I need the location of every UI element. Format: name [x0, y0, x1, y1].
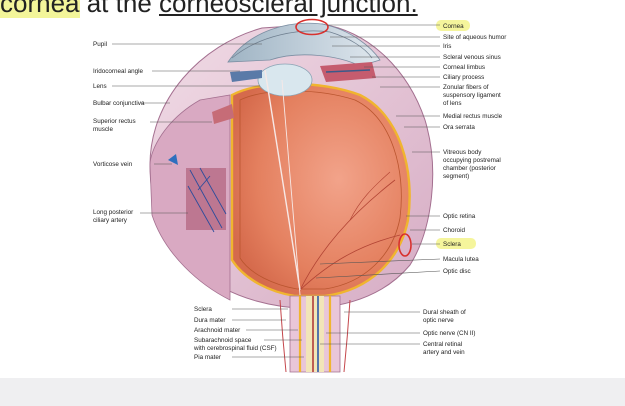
heading-text: cornea at the corneoscleral junction. — [0, 0, 418, 19]
label-pupil: Pupil — [93, 41, 107, 48]
label-dura-mater: Dura mater — [194, 317, 226, 324]
label-central-retinal-2: artery and vein — [423, 349, 465, 356]
heading-cornea: cornea — [0, 0, 80, 18]
label-central-retinal-1: Central retinal — [423, 341, 462, 348]
label-arachnoid-mater: Arachnoid mater — [194, 327, 240, 334]
sclera-label-highlight — [436, 238, 476, 249]
label-vitreous-3: chamber (posterior — [443, 165, 496, 172]
cut-face-vessels — [168, 104, 234, 233]
label-ora-serrata: Ora serrata — [443, 124, 475, 131]
label-ciliary-artery: ciliary artery — [93, 217, 128, 224]
label-zonular-1: Zonular fibers of — [443, 84, 489, 91]
label-vorticose-vein: Vorticose vein — [93, 161, 133, 168]
label-long-posterior: Long posterior — [93, 209, 133, 216]
label-sclera-right: Sclera — [443, 241, 461, 248]
label-subarachnoid-2: with cerebrospinal fluid (CSF) — [193, 345, 277, 352]
leader-lines — [112, 24, 441, 358]
optic-nerve — [279, 295, 351, 373]
label-iridocorneal-angle: Iridocorneal angle — [93, 68, 144, 75]
label-sclera-bottom: Sclera — [194, 306, 212, 313]
label-iris: Iris — [443, 43, 451, 50]
label-zonular-2: suspensory ligament — [443, 92, 501, 99]
label-scleral-sinus: Scleral venous sinus — [443, 54, 501, 61]
vitreous-chamber — [230, 62, 411, 298]
label-lens: Lens — [93, 83, 107, 90]
label-bulbar-conjunctiva: Bulbar conjunctiva — [93, 100, 145, 107]
label-vitreous-4: segment) — [443, 173, 469, 180]
cornea-shape — [227, 22, 381, 67]
label-superior-rectus-2: muscle — [93, 126, 113, 133]
label-zonular-3: of lens — [443, 100, 462, 107]
label-optic-nerve: Optic nerve (CN II) — [423, 330, 475, 337]
heading-mid: at the — [79, 0, 159, 18]
label-optic-retina: Optic retina — [443, 213, 476, 220]
label-vitreous-1: Vitreous body — [443, 149, 482, 156]
label-corneal-limbus: Corneal limbus — [443, 64, 485, 71]
cornea-label-highlight — [436, 20, 470, 31]
label-pia-mater: Pia mater — [194, 354, 221, 361]
label-superior-rectus: Superior rectus — [93, 118, 136, 125]
label-subarachnoid-1: Subarachnoid space — [194, 337, 252, 344]
label-cornea: Cornea — [443, 23, 464, 30]
label-dural-sheath-1: Dural sheath of — [423, 309, 466, 316]
label-dural-sheath-2: optic nerve — [423, 317, 454, 324]
label-optic-disc: Optic disc — [443, 268, 471, 275]
sclera-annotation-circle — [398, 233, 412, 257]
label-macula-lutea: Macula lutea — [443, 256, 479, 263]
cornea-annotation-circle — [295, 18, 329, 36]
footer-band — [0, 378, 625, 406]
label-choroid: Choroid — [443, 227, 466, 234]
heading-junction: corneoscleral junction. — [159, 0, 418, 18]
label-aqueous-humor: Site of aqueous humor — [443, 34, 506, 41]
label-ciliary-process: Ciliary process — [443, 74, 484, 81]
label-medial-rectus: Medial rectus muscle — [443, 113, 503, 120]
label-vitreous-2: occupying postremal — [443, 157, 501, 164]
